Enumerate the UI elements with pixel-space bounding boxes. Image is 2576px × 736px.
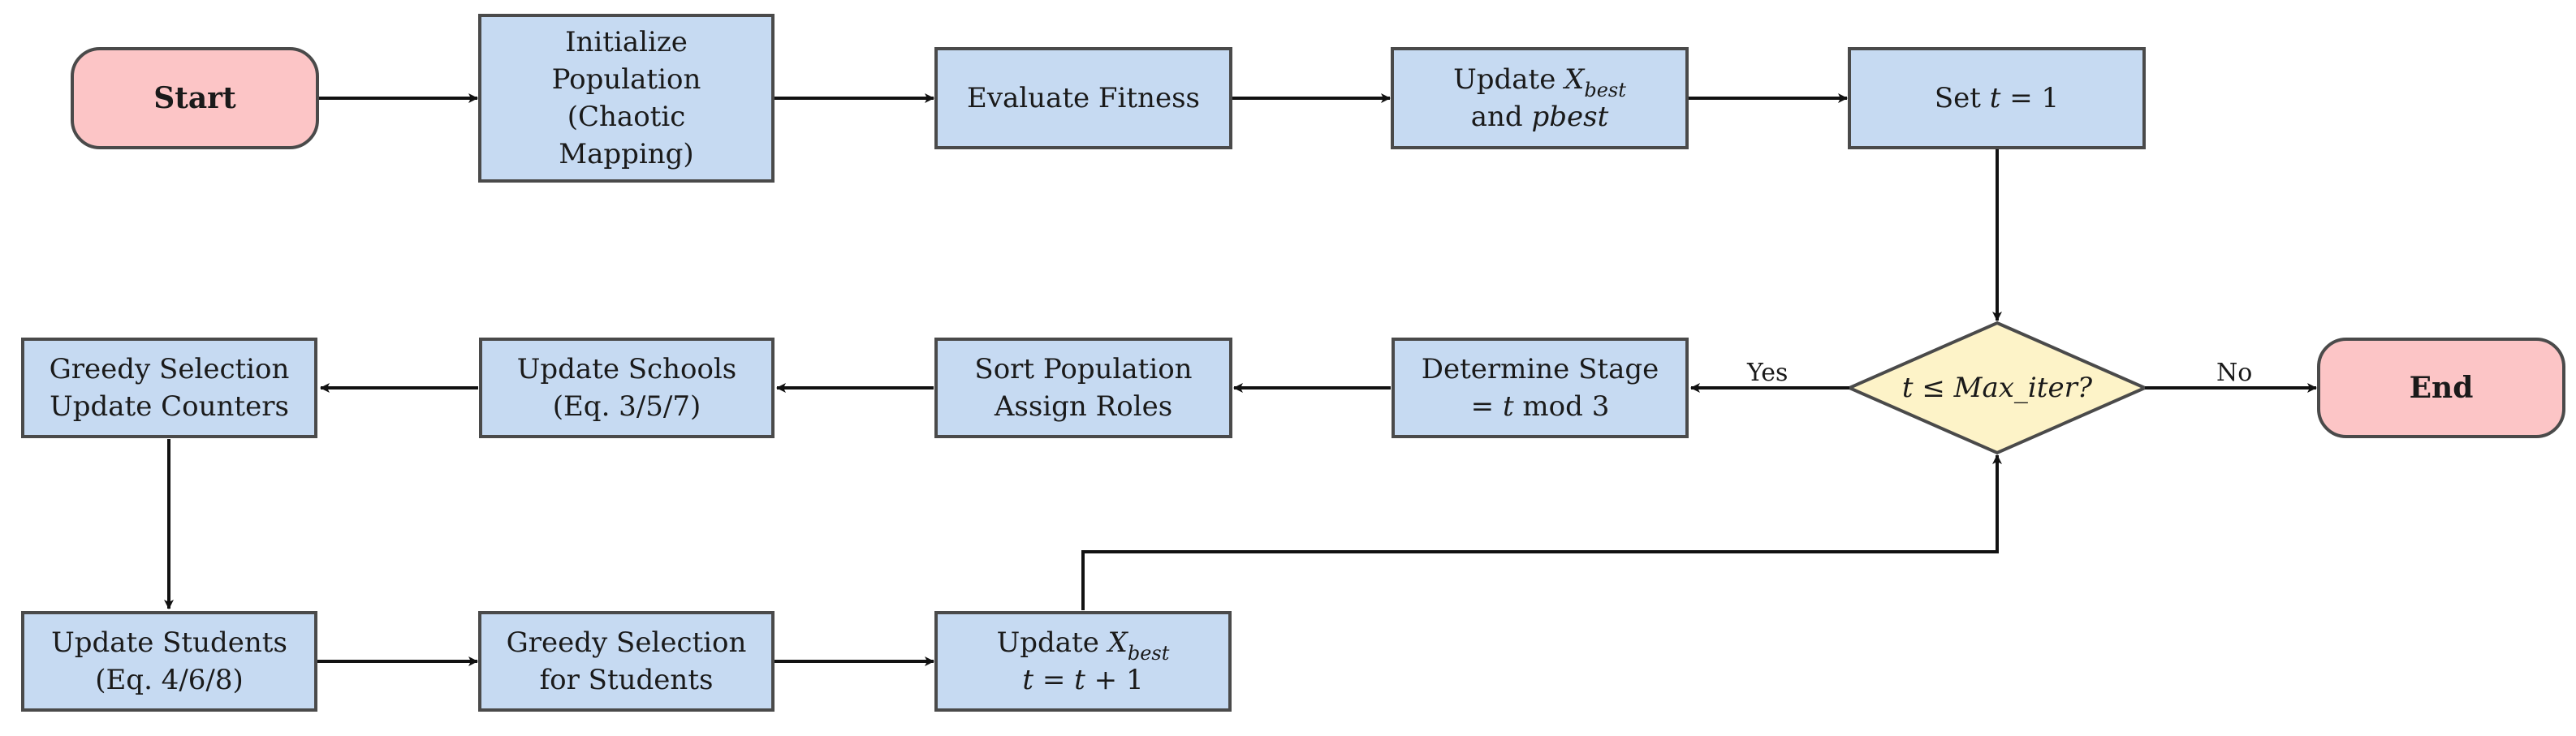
set-t-label: Set t = 1: [1934, 82, 2060, 114]
start-label: Start: [153, 81, 236, 115]
init-population-line4: Mapping): [559, 138, 694, 170]
decision-diamond: [1845, 321, 2149, 455]
init-population-line1: Initialize: [565, 26, 688, 58]
update-schools-line2: (Eq. 3/5/7): [552, 390, 701, 423]
update-xbest-t-line1: Update Xbest: [996, 626, 1170, 665]
update-xbest-line1: Update Xbest: [1453, 63, 1626, 101]
determine-stage-line2: = t mod 3: [1470, 390, 1610, 423]
update-xbest-t-node: Update Xbest t = t + 1: [934, 611, 1232, 712]
determine-stage-line1: Determine Stage: [1421, 353, 1659, 385]
set-t-node: Set t = 1: [1848, 47, 2146, 149]
decision-label: t ≤ Max_iter?: [1901, 372, 2093, 404]
update-schools-line1: Update Schools: [516, 353, 737, 385]
update-xbest-t-line2: t = t + 1: [1022, 664, 1144, 696]
update-xbest-pbest-node: Update Xbest and pbest: [1391, 47, 1689, 149]
arrow-loop-back-to-decision: [1081, 454, 2002, 610]
end-label: End: [2409, 371, 2474, 405]
sort-population-line2: Assign Roles: [994, 390, 1173, 423]
greedy-selection-counters-line2: Update Counters: [50, 390, 289, 423]
init-population-line3: (Chaotic: [567, 101, 686, 133]
no-edge-label: No: [2215, 359, 2255, 387]
yes-edge-label: Yes: [1745, 359, 1790, 387]
init-population-line2: Population: [551, 63, 701, 96]
end-node: End: [2317, 338, 2565, 438]
greedy-selection-students-line1: Greedy Selection: [506, 626, 747, 659]
update-xbest-line2: and pbest: [1470, 101, 1609, 133]
greedy-selection-students-line2: for Students: [539, 664, 714, 696]
sort-population-node: Sort Population Assign Roles: [934, 338, 1232, 438]
sort-population-line1: Sort Population: [974, 353, 1193, 385]
update-students-line2: (Eq. 4/6/8): [95, 664, 244, 696]
update-students-line1: Update Students: [51, 626, 287, 659]
determine-stage-node: Determine Stage = t mod 3: [1392, 338, 1689, 438]
evaluate-fitness-node: Evaluate Fitness: [934, 47, 1232, 149]
update-schools-node: Update Schools (Eq. 3/5/7): [479, 338, 775, 438]
init-population-node: Initialize Population (Chaotic Mapping): [478, 14, 775, 183]
evaluate-fitness-label: Evaluate Fitness: [967, 82, 1200, 114]
greedy-selection-counters-line1: Greedy Selection: [49, 353, 290, 385]
greedy-selection-students-node: Greedy Selection for Students: [478, 611, 775, 712]
update-students-node: Update Students (Eq. 4/6/8): [21, 611, 317, 712]
greedy-selection-counters-node: Greedy Selection Update Counters: [21, 338, 317, 438]
start-node: Start: [71, 47, 319, 149]
